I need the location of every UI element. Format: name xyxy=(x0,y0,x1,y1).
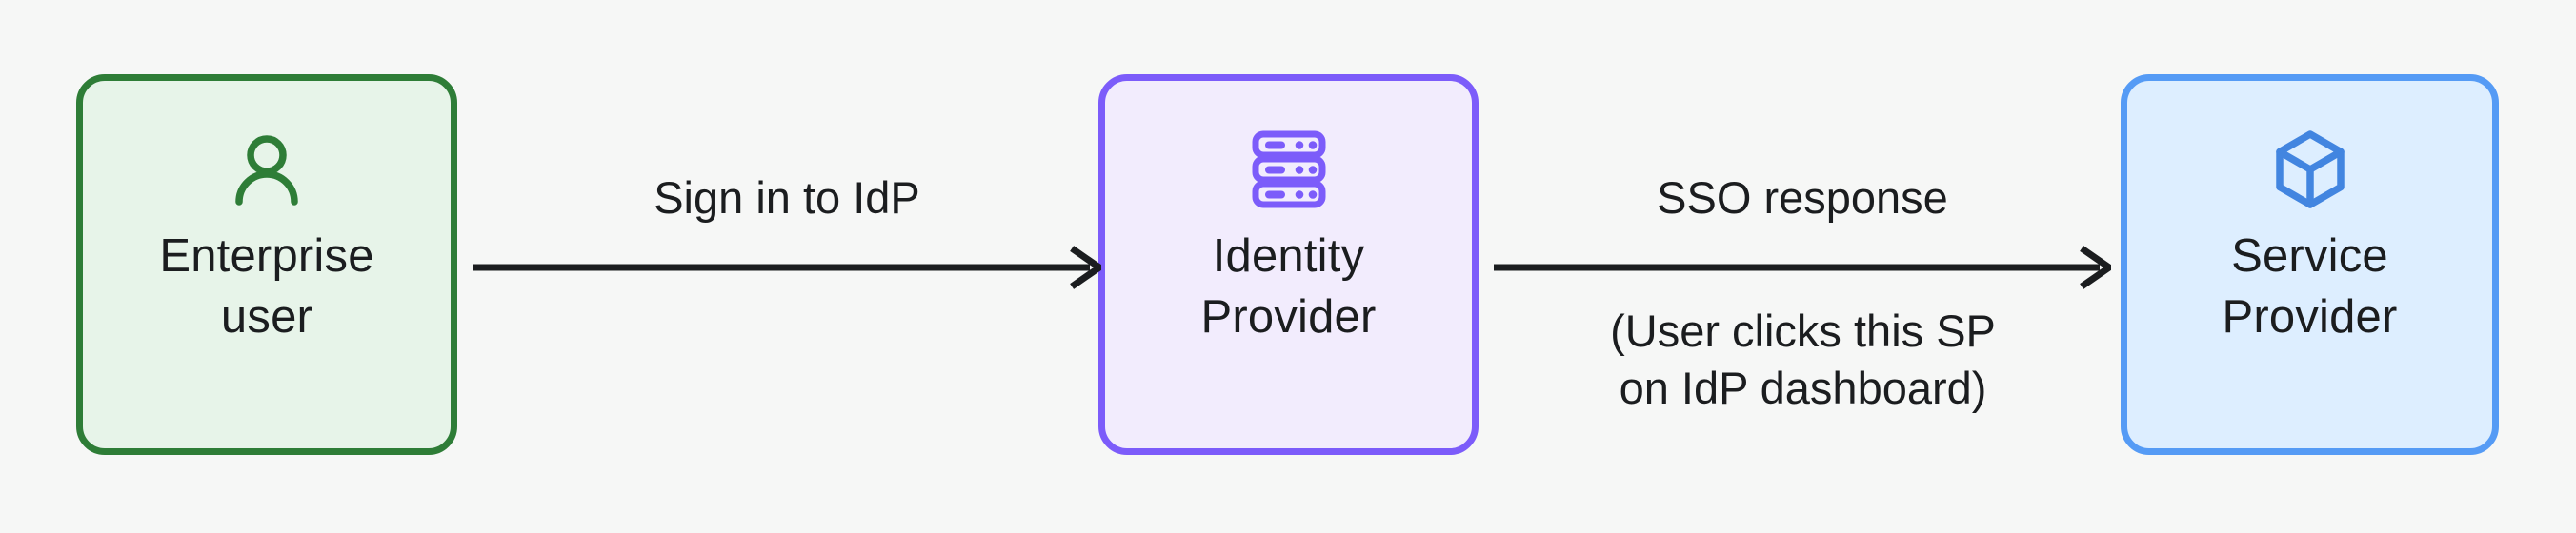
node-enterprise-user[interactable]: Enterprise user xyxy=(76,74,457,455)
edge-label-sso-response-note: (User clicks this SP on IdP dashboard) xyxy=(1610,306,1996,413)
node-service-provider[interactable]: Service Provider xyxy=(2121,74,2499,455)
cube-icon xyxy=(2267,127,2353,212)
node-label-identity-provider: Identity Provider xyxy=(1200,230,1377,343)
edge-arrow-sso-response xyxy=(1494,246,2111,289)
node-label-enterprise-user: Enterprise user xyxy=(159,230,374,343)
edge-arrow-sign-in-to-idp xyxy=(473,246,1101,289)
edge-label-sso-response: SSO response xyxy=(1657,172,1948,223)
edge-label-sign-in-to-idp: Sign in to IdP xyxy=(654,172,920,223)
node-identity-provider[interactable]: Identity Provider xyxy=(1098,74,1479,455)
node-label-service-provider: Service Provider xyxy=(2222,230,2398,343)
user-icon xyxy=(224,127,310,212)
server-icon xyxy=(1246,127,1332,212)
